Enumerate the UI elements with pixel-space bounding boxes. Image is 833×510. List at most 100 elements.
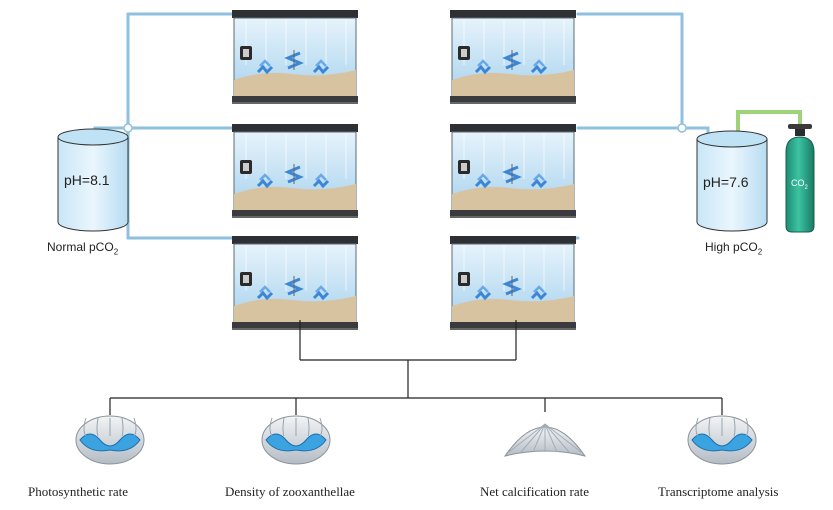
- clam-rib: [745, 417, 749, 437]
- normal-pco2-sub: 2: [113, 247, 119, 257]
- tank-base: [450, 322, 576, 328]
- tank-base-edge: [232, 216, 358, 218]
- tank-sand: [234, 70, 356, 96]
- high-reservoir: [696, 130, 768, 232]
- rack-zigzag: [477, 285, 489, 293]
- tank-lid: [450, 236, 576, 244]
- tank-base-edge: [450, 216, 576, 218]
- clam-shell: [261, 415, 331, 465]
- normal-pco2-label: Normal pCO2: [47, 240, 118, 256]
- tank-base-edge: [232, 328, 358, 330]
- rack-zigzag: [312, 290, 330, 301]
- clam-rib: [282, 417, 285, 437]
- clam-shell: [687, 415, 757, 465]
- coral-rack: [530, 59, 548, 75]
- coral-rack: [502, 50, 522, 70]
- rack-zigzag: [530, 290, 548, 301]
- tank-base: [232, 96, 358, 102]
- rack-zigzag: [312, 64, 330, 75]
- pump-face: [461, 163, 467, 171]
- clam-icon-transcriptome: [687, 415, 757, 465]
- clam-rib: [307, 417, 310, 437]
- clam-rib: [544, 423, 582, 453]
- tank-normal-3: [232, 236, 358, 330]
- outcome-label-photosynthetic-rate: Photosynthetic rate: [28, 484, 129, 499]
- tank-sand: [452, 70, 574, 96]
- rack-zigzag: [474, 178, 492, 189]
- tank-lid: [232, 124, 358, 132]
- clam-rib: [121, 417, 124, 437]
- co2-cylinder: [785, 124, 815, 233]
- coral-rack: [502, 276, 522, 296]
- coral-rack: [312, 285, 330, 301]
- tank-base-edge: [450, 102, 576, 104]
- rack-zigzag: [533, 173, 545, 181]
- clam-rib: [319, 417, 323, 437]
- tank-base: [232, 210, 358, 216]
- clam-rib: [695, 417, 699, 437]
- coral-rack: [502, 164, 522, 184]
- rack-zigzag: [530, 64, 548, 75]
- rack-zigzag: [259, 59, 271, 67]
- analysis-tree: [109, 320, 723, 415]
- clam-rib: [532, 423, 546, 453]
- high-pco2-sub: 2: [757, 247, 763, 257]
- clam-rib: [733, 417, 736, 437]
- outcome-label-net-calcification: Net calcification rate: [480, 484, 589, 499]
- pump-face: [461, 275, 467, 283]
- clam-icon-calcification: [503, 423, 587, 457]
- rack-zigzag: [474, 290, 492, 301]
- pump-face: [243, 275, 249, 283]
- pump-face: [243, 163, 249, 171]
- pump-face: [461, 49, 467, 57]
- clam-icons: [75, 415, 757, 465]
- coral-rack: [284, 276, 304, 296]
- clam-icon-photosynthesis: [75, 415, 145, 465]
- tank-base: [450, 96, 576, 102]
- rack-zigzag: [315, 173, 327, 181]
- rack-zigzag: [533, 59, 545, 67]
- rack-zigzag: [477, 59, 489, 67]
- clam-rib: [508, 423, 546, 453]
- coral-rack: [474, 59, 492, 75]
- rack-zigzag: [312, 178, 330, 189]
- clam-rib: [96, 417, 99, 437]
- rack-zigzag: [530, 178, 548, 189]
- clam-shell: [75, 415, 145, 465]
- rack-zigzag: [477, 173, 489, 181]
- pipe-joint-right: [677, 123, 687, 133]
- clam-mantle: [79, 433, 141, 452]
- clam-rib: [544, 423, 558, 453]
- tank-lid: [450, 124, 576, 132]
- tank-high-1: [450, 10, 576, 104]
- coral-rack: [530, 285, 548, 301]
- tank-high-3: [450, 236, 576, 330]
- outcome-label-zooxanthellae-density: Density of zooxanthellae: [225, 484, 355, 499]
- clam-rib: [544, 423, 570, 453]
- water-pipes: [93, 12, 710, 240]
- tank-high-2: [450, 124, 576, 218]
- high-pco2-text: High pCO: [705, 240, 758, 254]
- coral-rack: [256, 59, 274, 75]
- tank-normal-1: [232, 10, 358, 104]
- pipe-joint-left: [123, 123, 133, 133]
- rack-zigzag: [256, 290, 274, 301]
- coral-rack: [312, 59, 330, 75]
- rack-zigzag: [259, 285, 271, 293]
- normal-reservoir: [57, 128, 129, 232]
- coral-rack: [312, 173, 330, 189]
- tank-sand: [452, 184, 574, 210]
- high-pco2-label: High pCO2: [705, 240, 762, 256]
- rack-zigzag: [256, 64, 274, 75]
- coral-rack: [530, 173, 548, 189]
- rack-zigzag: [315, 285, 327, 293]
- coral-rack: [284, 50, 304, 70]
- aquarium-tanks: [232, 10, 576, 330]
- tank-base-edge: [450, 328, 576, 330]
- tank-sand: [234, 296, 356, 322]
- clam-icon-zooxanthellae: [261, 415, 331, 465]
- tank-lid: [232, 236, 358, 244]
- rack-zigzag: [256, 178, 274, 189]
- rack-zigzag: [533, 285, 545, 293]
